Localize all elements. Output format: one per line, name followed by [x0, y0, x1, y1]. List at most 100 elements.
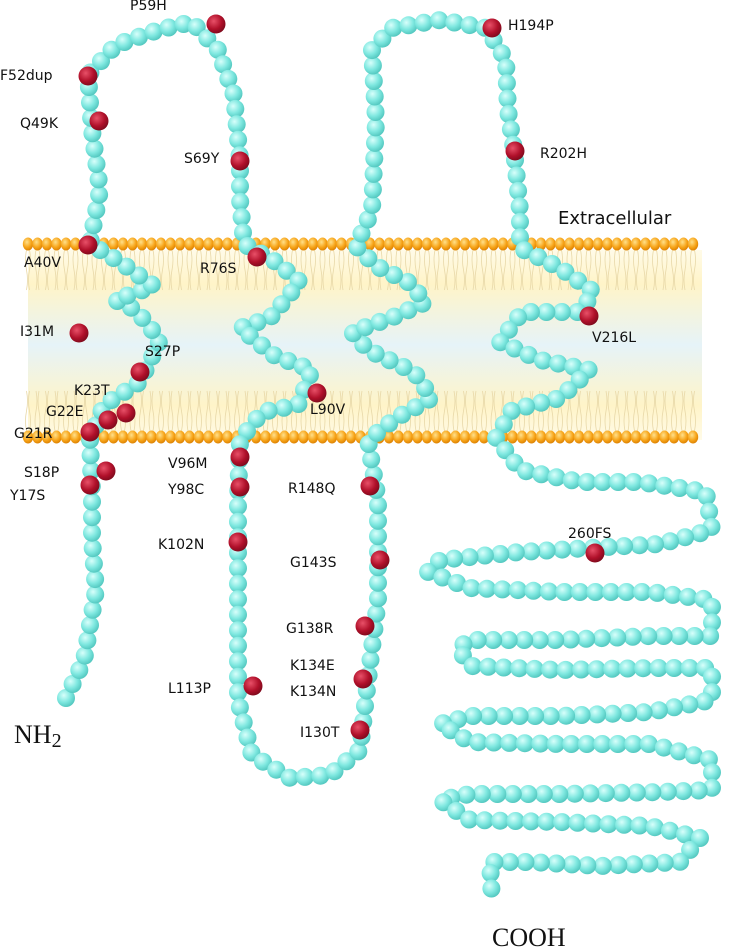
lipid-head: [364, 237, 376, 251]
lipid-tail: [693, 390, 696, 432]
residue: [384, 18, 403, 37]
lipid-tail: [329, 249, 332, 291]
residue: [234, 713, 253, 732]
residue: [229, 559, 247, 578]
residue: [475, 811, 494, 830]
residue: [430, 11, 449, 30]
lipid-tail: [367, 390, 370, 432]
lipid-tail: [37, 390, 41, 432]
residue: [87, 201, 106, 219]
mutation-label-p59h: P59H: [130, 0, 167, 14]
lipid-tail: [215, 249, 218, 291]
residue: [265, 346, 283, 365]
residue: [230, 698, 249, 717]
mutation-residue-k23t: [98, 410, 118, 430]
residue: [481, 864, 500, 883]
lipid-tail: [28, 390, 31, 432]
lipid-tail: [436, 249, 440, 291]
lipid-tail: [357, 390, 361, 432]
lipid-head: [108, 237, 119, 251]
mutation-residue-r202h: [505, 141, 525, 161]
residue: [587, 660, 606, 679]
lipid-head: [174, 237, 186, 251]
lipid-head: [165, 237, 176, 251]
residue: [240, 326, 259, 345]
residue: [695, 692, 714, 711]
lipid-tail: [655, 249, 658, 291]
residue: [369, 511, 387, 530]
residue: [588, 705, 607, 724]
residue: [369, 589, 387, 608]
mutation-residue-v216l: [579, 306, 599, 326]
residue: [430, 552, 448, 570]
residue: [457, 785, 476, 804]
lipid-tail: [72, 390, 76, 432]
lipid-head: [117, 430, 129, 444]
lipid-tail: [329, 390, 332, 432]
lipid-tail: [224, 249, 228, 291]
residue: [508, 581, 527, 600]
lipid-tail: [189, 249, 193, 291]
mutation-residue-q49k: [89, 111, 109, 131]
residue: [691, 524, 710, 543]
residue: [565, 784, 584, 803]
lipid-head: [478, 237, 490, 251]
lipid-head: [535, 430, 547, 444]
lipid-head: [393, 430, 404, 444]
mutation-residue-k102n: [228, 532, 248, 552]
mutation-residue-g138r: [355, 616, 375, 636]
lipid-tail: [452, 249, 456, 291]
lipid-tail: [218, 249, 221, 291]
mutation-label-k134n: K134N: [290, 684, 336, 700]
lipid-tail: [661, 249, 665, 291]
lipid-head: [260, 430, 271, 444]
residue: [409, 284, 428, 303]
lipid-tail: [481, 390, 484, 432]
residue: [519, 345, 538, 364]
residue: [630, 536, 649, 555]
residue: [570, 583, 589, 601]
protein-chain: [57, 11, 721, 898]
residue: [577, 629, 596, 648]
mutation-label-g143s: G143S: [290, 555, 337, 571]
lipid-tail: [360, 390, 364, 432]
residue: [356, 697, 374, 715]
residue: [494, 415, 513, 434]
residue: [645, 818, 664, 837]
residue: [226, 99, 245, 118]
residue: [561, 630, 580, 649]
mutation-label-l113p: L113P: [168, 681, 211, 697]
lipid-tail: [585, 390, 589, 432]
lipid-head: [117, 237, 129, 251]
lipid-tail: [664, 249, 668, 291]
residue: [608, 735, 627, 753]
residue: [487, 428, 506, 447]
residue: [497, 74, 516, 93]
extracellular-label: Extracellular: [558, 208, 672, 229]
residue: [522, 812, 540, 831]
lipid-head: [602, 237, 613, 251]
lipid-tail: [161, 390, 164, 432]
lipid-tail: [455, 249, 459, 291]
residue: [615, 537, 634, 556]
residue: [361, 650, 380, 669]
lipid-tail: [34, 390, 38, 432]
residue: [534, 785, 553, 803]
lipid-tail: [636, 249, 639, 291]
residue: [654, 627, 673, 645]
lipid-tail: [604, 249, 608, 291]
mutation-residue-p59h: [206, 14, 226, 34]
lipid-tail: [626, 390, 630, 432]
mutation-residue-260fs: [585, 543, 605, 563]
lipid-tail: [614, 249, 617, 291]
residue: [295, 767, 314, 786]
lipid-tail: [693, 249, 696, 291]
lipid-head: [184, 430, 195, 444]
lipid-tail: [633, 390, 636, 432]
lipid-head: [41, 430, 53, 444]
lipid-tail: [177, 390, 180, 432]
lipid-tail: [598, 390, 601, 432]
lipid-head: [621, 237, 632, 251]
residue: [369, 496, 387, 515]
mutation-residue-s27p: [130, 362, 150, 382]
